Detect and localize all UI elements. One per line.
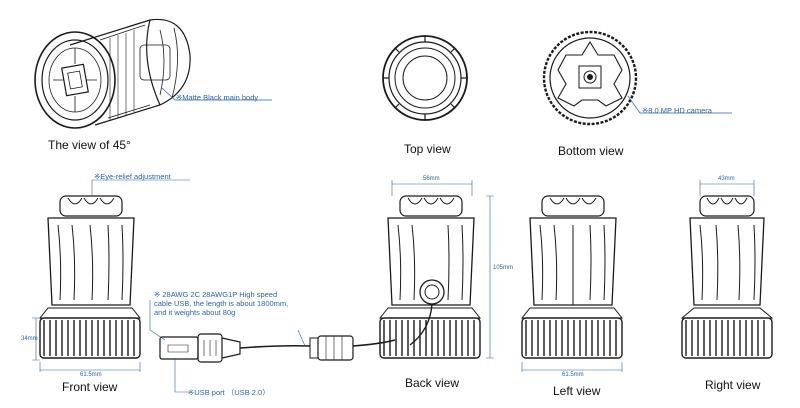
annotation-cable: ※ 28AWG 2C 28AWG1P High speed cable USB,… [154,290,288,317]
label-view45: The view of 45° [48,138,131,152]
bottom-view-drawing [542,30,638,126]
annotation-cable-line-2: cable USB, the length is about 1800mm, [154,299,289,308]
view45-drawing [34,18,191,129]
annotation-body: ※Matte Black main body [176,93,259,102]
dim-front-ring: 34mm [21,336,38,342]
label-left-view: Left view [553,384,601,398]
label-back-view: Back view [405,376,460,390]
annotation-cable-line-1: ※ 28AWG 2C 28AWG1P High speed [154,290,278,299]
front-view-drawing [38,195,142,359]
label-right-view: Right view [705,378,761,392]
dim-back-height: 105mm [493,265,514,271]
label-bottom-view: Bottom view [558,144,624,158]
label-front-view: Front view [62,380,118,394]
right-view-drawing [680,195,774,359]
dim-front-bottom: 61.5mm [80,372,102,378]
back-view-drawing [378,195,482,359]
label-top-view: Top view [404,142,451,156]
left-view-drawing [520,195,624,359]
annotation-camera: ※8.0 MP HD camera [642,106,712,115]
annotation-cable-line-3: and it weights about 80g [154,308,236,317]
usb-cable-drawing [159,333,396,363]
top-view-drawing [382,35,468,121]
dim-back-top: 56mm [423,176,440,182]
annotation-eye-relief: ※Eye-relief adjustment [94,172,171,181]
dim-left-bottom: 61.5mm [562,372,584,378]
dim-right-top: 43mm [718,176,735,182]
annotation-usb: ※USB port （USB 2.0） [188,388,270,397]
